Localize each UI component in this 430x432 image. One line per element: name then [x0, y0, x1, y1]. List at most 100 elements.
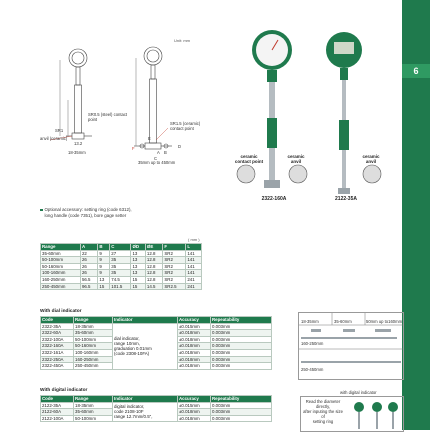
dial-indicator-table: Code Range Indicator Accuracy Repeatabil… — [40, 316, 272, 370]
table-cell: 9 — [97, 256, 111, 264]
table-cell: 26 — [79, 256, 99, 264]
col-header: C — [109, 243, 132, 251]
table-cell: 0.003mm — [210, 355, 272, 364]
col-header: Code — [40, 395, 74, 403]
col-header: Code — [40, 316, 74, 324]
col-header: F — [162, 243, 187, 251]
col-header: Indicator — [112, 316, 178, 324]
table-cell: SR2 — [162, 256, 187, 264]
table-cell: ±0.018mm — [177, 335, 211, 344]
table-cell: 35 — [109, 262, 132, 271]
label-dim-a: A — [157, 150, 160, 155]
product-photos — [236, 30, 382, 194]
table-cell: 50-100mm — [73, 335, 113, 344]
table-cell: 18-35mm — [73, 401, 113, 410]
label-dim-c: C — [154, 156, 158, 161]
label-dim-e: E — [148, 136, 151, 141]
caption-ceramic-anvil-2: ceramic anvil — [362, 154, 380, 164]
indicator-cell: dial indicator,range 10mm,graduation 0.0… — [112, 322, 178, 370]
table-cell: 141 — [185, 269, 202, 277]
col-header: Repeatability — [210, 395, 272, 403]
table-cell: ±0.018mm — [177, 362, 211, 370]
table-cell: 12.8 — [144, 269, 164, 277]
label-sr15-ceramic: SR1.5 (ceramic) contact point — [170, 121, 201, 131]
indicator-line: digital indicator, — [114, 404, 145, 410]
table-cell: 241 — [185, 282, 202, 291]
table-cell: 50-160mm — [40, 262, 81, 271]
range-50-160: 50mm up to160mm — [366, 319, 403, 324]
technical-drawing — [49, 46, 172, 150]
digital-section-title: With digital indicator — [40, 388, 88, 393]
indicator-line: dial indicator, — [114, 336, 140, 342]
indicator-line: code 2108-10F — [114, 409, 144, 415]
col-header: A — [79, 243, 99, 251]
table-cell: 13 — [97, 275, 111, 284]
table-cell: 241 — [185, 275, 202, 284]
table-cell: SR2 — [162, 262, 187, 271]
bullet-icon — [40, 208, 43, 212]
range-panel: 18-35mm 35-60mm 50mm up to160mm 160-250m… — [298, 312, 404, 380]
range-panel-drawing — [299, 313, 403, 363]
model-digital: 2122-35A — [335, 196, 357, 202]
table-cell: 96.5 — [79, 282, 99, 291]
table-cell: 250-450mm — [40, 282, 81, 291]
label-sr05-steel: SR0.5 (steel) contact point — [88, 112, 128, 122]
table-cell: 100-160mm — [40, 269, 81, 277]
indicator-line: range 12.7mm/0.5", — [114, 414, 153, 420]
note-line-2: after inputing the size of — [303, 409, 343, 419]
dim-table-unit: ( mm ) — [188, 237, 200, 242]
table-cell: 26 — [79, 262, 99, 271]
table-cell: 26 — [79, 269, 99, 277]
label-sr1: SR1 — [55, 128, 64, 133]
table-cell: 15 — [97, 282, 111, 291]
accessory-line-1: Optional accessory: setting ring (code 6… — [44, 207, 132, 212]
dial-section-title: With dial indicator — [40, 309, 82, 314]
range-18-35: 18-35mm — [301, 319, 319, 324]
indicator-line: range 10mm, — [114, 341, 140, 347]
accessory-line-2: long handle (code 7351), bore gage sette… — [44, 212, 127, 218]
table-cell: 0.003mm — [210, 322, 272, 331]
table-cell: ±0.018mm — [177, 342, 211, 350]
digital-panel-title: with digital indicator — [340, 390, 377, 395]
table-cell: 12.8 — [144, 275, 164, 284]
digital-panel-note: Read the diameter directly, after inputi… — [303, 399, 343, 424]
note-line-1: Read the diameter directly, — [305, 399, 341, 409]
table-cell: 13 — [130, 262, 146, 271]
col-header: Accuracy — [177, 316, 211, 324]
table-cell: ±0.018mm — [177, 329, 211, 337]
table-cell: 160-250mm — [40, 275, 81, 284]
table-cell: 13 — [130, 249, 146, 258]
table-cell: 35-60mm — [73, 329, 113, 337]
table-cell: ±0.015mm — [177, 401, 211, 410]
table-cell: 0.003mm — [210, 342, 272, 350]
table-cell: 35-60mm — [73, 408, 113, 416]
table-cell: 2322-60A — [40, 329, 74, 337]
table-cell: 2322-250A — [40, 355, 74, 364]
table-cell: 50-160mm — [73, 342, 113, 350]
table-cell: 0.003mm — [210, 408, 272, 416]
table-header-row: Code Range Indicator Accuracy Repeatabil… — [40, 316, 272, 324]
table-header-row: Code Range Indicator Accuracy Repeatabil… — [40, 395, 272, 403]
label-dim-b: B — [164, 150, 167, 155]
table-cell: 2122-100A — [40, 414, 74, 423]
table-cell: 15 — [130, 282, 146, 291]
col-header: Accuracy — [177, 395, 211, 403]
label-dim-d: D — [178, 144, 182, 149]
table-cell: 12.8 — [144, 256, 164, 264]
col-header: Range — [73, 316, 113, 324]
table-cell: 9 — [97, 249, 111, 258]
label-dim-13: 13.2 — [74, 141, 83, 146]
unit-label: Unit: mm — [174, 38, 190, 43]
table-cell: 2322-160A — [40, 342, 74, 350]
label-range-large: 35mm up to 450mm — [138, 160, 176, 165]
table-cell: 35-60mm — [40, 249, 81, 258]
label-range-small: 18-35mm — [68, 150, 86, 155]
col-header: ØE — [144, 243, 164, 251]
